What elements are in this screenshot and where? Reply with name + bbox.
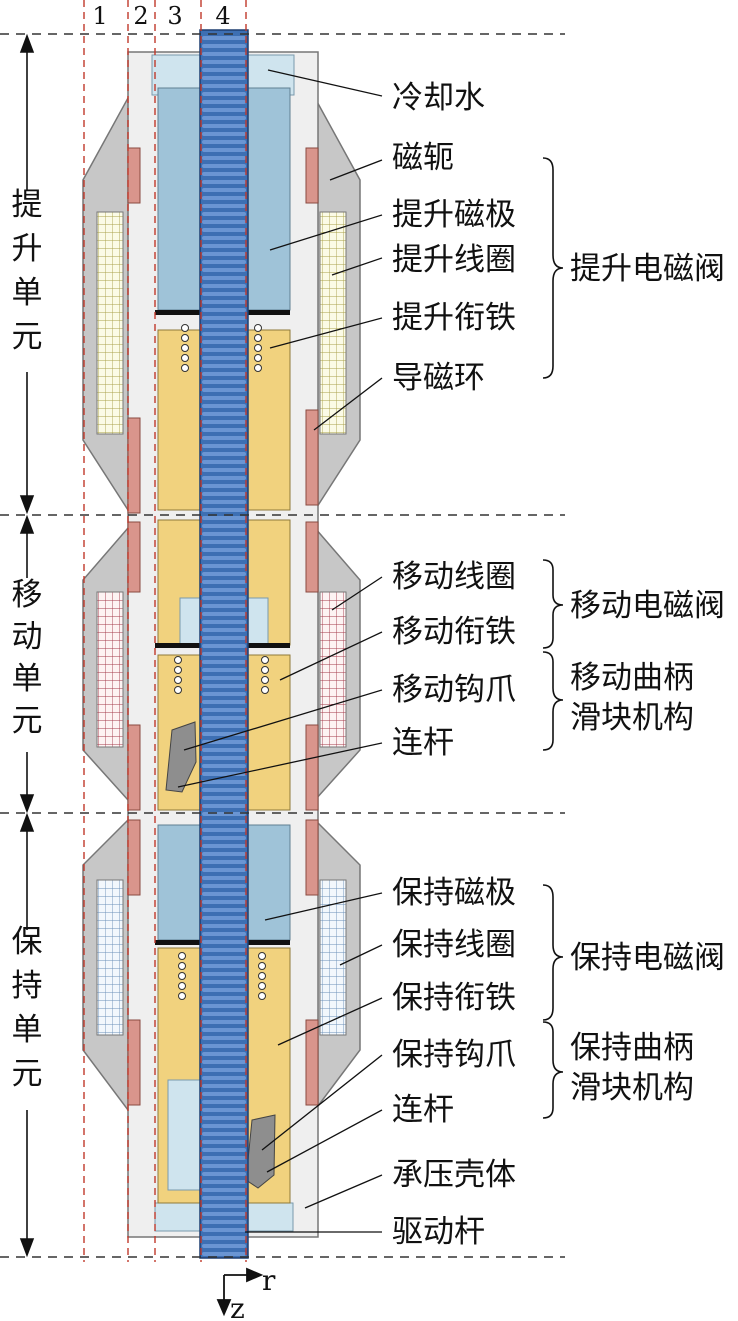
unit-label-char: 移 [12, 577, 43, 613]
column-number-3: 3 [167, 2, 182, 30]
column-number-1: 1 [92, 2, 107, 30]
unit-label-char: 元 [12, 1056, 43, 1092]
column-number-4: 4 [215, 2, 230, 30]
unit-label-char: 动 [12, 619, 43, 655]
drive-rod-teeth [202, 36, 246, 1256]
unit-label-char: 元 [12, 319, 43, 355]
lift-coil-left [96, 211, 124, 435]
hold-coil-right [319, 879, 347, 1036]
label-move-coil: 移动线圈 [392, 559, 516, 595]
label-hold-link: 连杆 [392, 1092, 454, 1128]
unit-label-char: 元 [12, 703, 43, 739]
unit-label-char: 提 [12, 187, 43, 223]
hold-coil-left [96, 879, 124, 1036]
label-hold-coil: 保持线圈 [392, 927, 516, 963]
group-move-crank-line2: 滑块机构 [570, 700, 694, 736]
group-lift-valve: 提升电磁阀 [570, 251, 725, 287]
move-coil-left [96, 591, 124, 748]
hold-inner [155, 824, 291, 1204]
unit-label-char: 单 [12, 661, 43, 697]
part-labels: 冷却水 磁轭 提升磁极 提升线圈 提升衔铁 导磁环 移动线圈 移动衔铁 移动钩爪… [392, 80, 516, 1250]
unit-dividers [0, 33, 565, 1258]
unit-label-char: 单 [12, 1012, 43, 1048]
label-hold-claw: 保持钩爪 [392, 1037, 516, 1073]
axis-r-label: r [262, 1264, 276, 1297]
unit-label-char: 保 [12, 924, 43, 960]
label-move-link: 连杆 [392, 725, 454, 761]
unit-arrows [19, 33, 35, 1258]
label-magnetic-ring: 导磁环 [392, 360, 485, 396]
label-yoke: 磁轭 [392, 140, 454, 176]
springs [174, 324, 269, 1000]
unit-label-char: 单 [12, 275, 43, 311]
leader-lines [177, 69, 383, 1233]
label-cooling-water: 冷却水 [392, 80, 485, 116]
group-hold-valve: 保持电磁阀 [570, 940, 725, 976]
label-hold-armature: 保持衔铁 [392, 980, 516, 1016]
lift-coil-right [319, 211, 347, 435]
label-lift-coil: 提升线圈 [392, 242, 516, 278]
axis-z-label: z [230, 1292, 245, 1321]
unit-label-char: 持 [12, 968, 43, 1004]
label-hold-pole: 保持磁极 [392, 875, 516, 911]
label-lift-pole: 提升磁极 [392, 197, 516, 233]
column-number-2: 2 [133, 2, 148, 30]
label-move-armature: 移动衔铁 [392, 614, 516, 650]
group-move-crank-line1: 移动曲柄 [570, 660, 694, 696]
group-braces [542, 157, 564, 1119]
magnetic-rings [127, 147, 319, 1106]
group-move-valve: 移动电磁阀 [570, 588, 725, 624]
label-move-claw: 移动钩爪 [392, 672, 516, 708]
unit-label-char: 升 [12, 231, 43, 267]
rz-axes [216, 1267, 264, 1317]
label-drive-rod: 驱动杆 [392, 1214, 485, 1250]
column-guides [83, 0, 247, 1262]
label-pressure-shell: 承压壳体 [392, 1157, 516, 1193]
group-labels: 提升电磁阀 移动电磁阀 移动曲柄 滑块机构 保持电磁阀 保持曲柄 滑块机构 [570, 251, 725, 1106]
move-coil-right [319, 591, 347, 748]
label-lift-armature: 提升衔铁 [392, 300, 516, 336]
group-hold-crank-line2: 滑块机构 [570, 1070, 694, 1106]
group-hold-crank-line1: 保持曲柄 [570, 1030, 694, 1066]
